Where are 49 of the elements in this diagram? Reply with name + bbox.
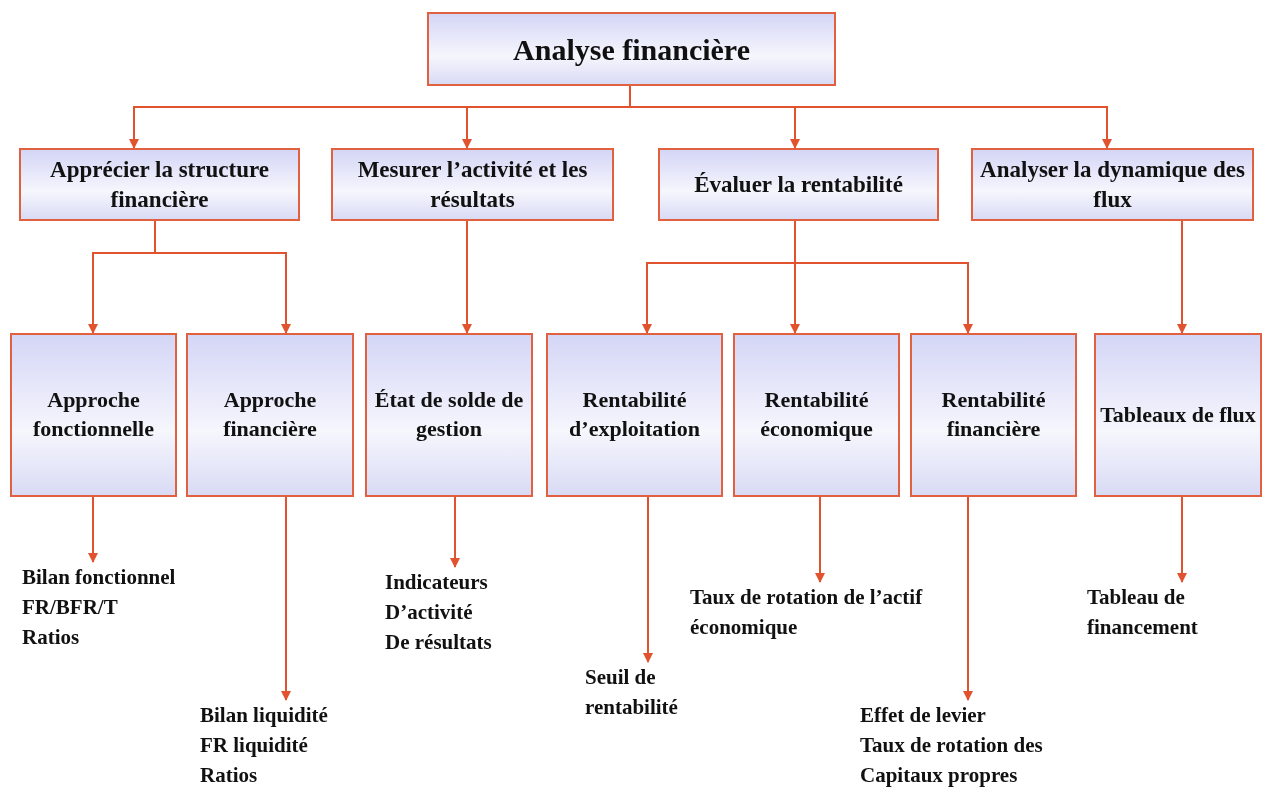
result-text: De résultats [385,629,493,656]
result-text: Bilan fonctionnel [22,564,177,591]
box-label: Approche fonctionnelle [32,386,155,443]
arrow [643,496,653,663]
result-text: Effet de levier [860,702,987,729]
result-text: Taux de rotation de l’actif économique [690,584,924,641]
result-text: Indicateurs [385,569,489,596]
process-box [186,333,354,497]
process-box [971,148,1254,221]
arrow [450,496,460,568]
box-label: État de solde de gestion [373,386,525,443]
process-box [910,333,1077,497]
arrow [281,496,291,701]
result-text: FR liquidité [200,732,309,759]
process-box [365,333,533,497]
process-box [19,148,300,221]
box-label: Approche financière [222,386,318,443]
box-label: Analyser la dynamique des flux [979,155,1246,214]
process-box [733,333,900,497]
process-box [331,148,614,221]
process-box [10,333,177,497]
arrow [462,220,472,334]
result-text: Bilan liquidité [200,702,329,729]
process-box [546,333,723,497]
arrow [1177,496,1187,583]
process-box [1094,333,1262,497]
arrow [794,220,973,334]
box-label: Rentabilité d’exploitation [568,386,701,443]
result-text: Taux de rotation des Capitaux propres [860,732,1044,789]
box-label: Mesurer l’activité et les résultats [356,155,589,214]
box-label: Rentabilité financière [940,386,1047,443]
arrow [815,496,825,583]
box-label: Rentabilité économique [759,386,874,443]
arrow [963,496,973,701]
box-label: Évaluer la rentabilité [694,170,903,199]
arrow [88,496,98,563]
box-label: Tableaux de flux [1100,400,1256,429]
process-box [427,12,836,86]
result-text: D’activité [385,599,474,626]
box-label: Apprécier la structure financière [49,155,270,214]
result-text: Ratios [22,624,81,651]
arrow [154,220,291,334]
result-text: Ratios [200,762,259,789]
result-text: FR/BFR/T [22,594,119,621]
result-text: Tableau de financement [1087,584,1199,641]
arrow [1177,220,1187,334]
box-label: Analyse financière [513,31,750,68]
process-box [658,148,939,221]
result-text: Seuil de rentabilité [585,664,679,721]
